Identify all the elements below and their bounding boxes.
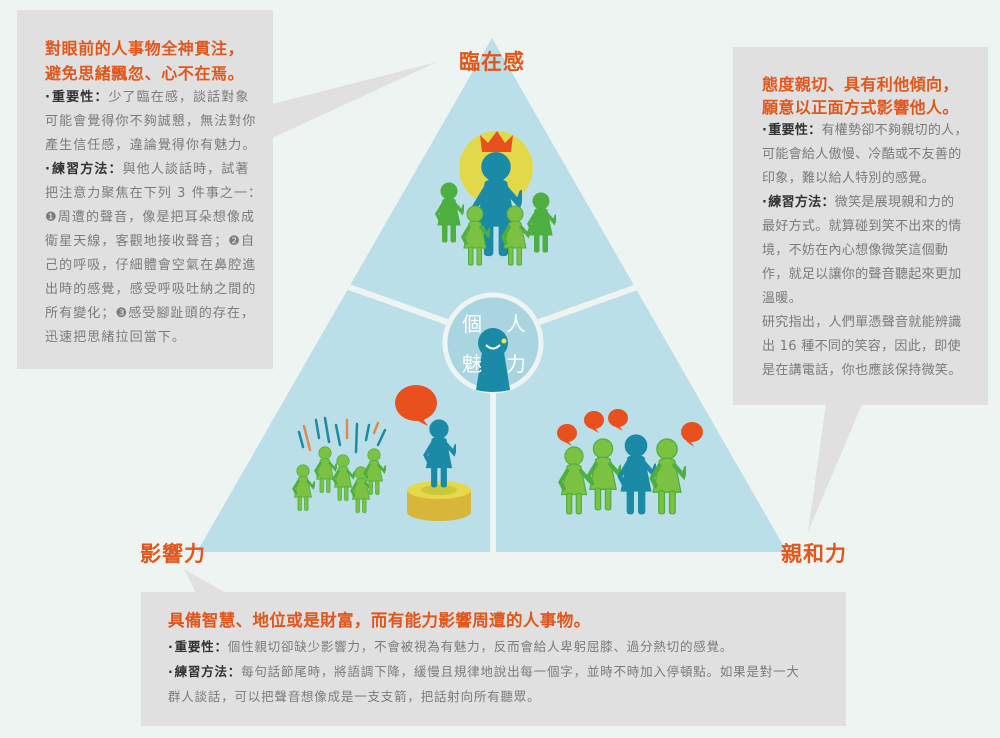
presence-illustration <box>435 131 556 267</box>
warmth-practice: 練習方法：微笑是展現親和力的 最好方式。就算碰到笑不出來的情 境，不妨在內心想像… <box>762 191 988 311</box>
speech-bubble-icon <box>557 409 703 447</box>
influence-illustration <box>292 385 471 521</box>
power-title: 具備智慧、地位或是財富，而有能力影響周遭的人事物。 <box>168 611 591 630</box>
practice-label: 練習方法： <box>762 195 835 210</box>
warmth-illustration <box>557 409 703 514</box>
presence-title: 對眼前的人事物全神貫注， 避免思緒飄忽、心不在焉。 <box>45 39 245 83</box>
center-title-char-3: 魅 <box>462 352 482 376</box>
importance-label: 重要性： <box>168 639 228 654</box>
center-title-char-1: 個 <box>462 312 482 336</box>
applause-lines-icon <box>297 416 387 454</box>
practice-label: 練習方法： <box>168 664 241 679</box>
right-callout-pointer <box>808 404 862 532</box>
power-importance: 重要性：個性親切卻缺少影響力，不會被視為有魅力，反而會給人卑躬屈膝、過分熱切的感… <box>168 634 846 659</box>
center-title-char-4: 力 <box>506 352 526 376</box>
presence-importance: 重要性：少了臨在感，談話對象 可能會覺得你不夠誠懇，無法對你 產生信任感，違論覺… <box>45 86 273 158</box>
practice-label: 練習方法： <box>45 162 123 177</box>
vertex-label-warmth: 親和力 <box>781 542 847 566</box>
warmth-importance: 重要性：有權勢卻不夠親切的人， 可能會給人傲慢、冷酷或不友善的 印象，難以給人特… <box>762 119 988 191</box>
power-practice: 練習方法：每句話節尾時，將語調下降，緩慢且規律地說出每一個字，並時不時加入停頓點… <box>168 659 846 709</box>
center-smiling-figure-icon <box>476 328 510 392</box>
vertex-label-presence: 臨在感 <box>459 50 525 74</box>
power-callout-box: 具備智慧、地位或是財富，而有能力影響周遭的人事物。 重要性：個性親切卻缺少影響力… <box>141 592 846 726</box>
divider-left <box>344 283 449 325</box>
warmth-research: 研究指出，人們單憑聲音就能辨識 出 16 種不同的笑容，因此，即使 是在講電話，… <box>762 315 962 378</box>
crown-icon <box>480 131 513 152</box>
left-callout-pointer <box>272 62 437 138</box>
vertex-label-influence: 影響力 <box>140 542 206 566</box>
importance-label: 重要性： <box>762 123 821 138</box>
importance-label: 重要性： <box>45 90 108 105</box>
warmth-title: 態度親切、具有利他傾向， 願意以正面方式影響他人。 <box>762 75 959 117</box>
bottom-callout-pointer <box>184 569 226 593</box>
presence-callout-box: 對眼前的人事物全神貫注， 避免思緒飄忽、心不在焉。 重要性：少了臨在感，談話對象… <box>17 10 273 369</box>
warmth-callout-box: 態度親切、具有利他傾向， 願意以正面方式影響他人。 重要性：有權勢卻不夠親切的人… <box>733 47 988 405</box>
presence-practice: 練習方法：與他人談話時，試著 把注意力聚焦在下列 3 件事之一： ❶周遭的聲音，… <box>45 158 273 350</box>
center-title-char-2: 人 <box>506 312 526 336</box>
speech-bubble-icon <box>395 385 437 426</box>
divider-right <box>537 283 642 325</box>
podium-icon <box>407 481 471 521</box>
